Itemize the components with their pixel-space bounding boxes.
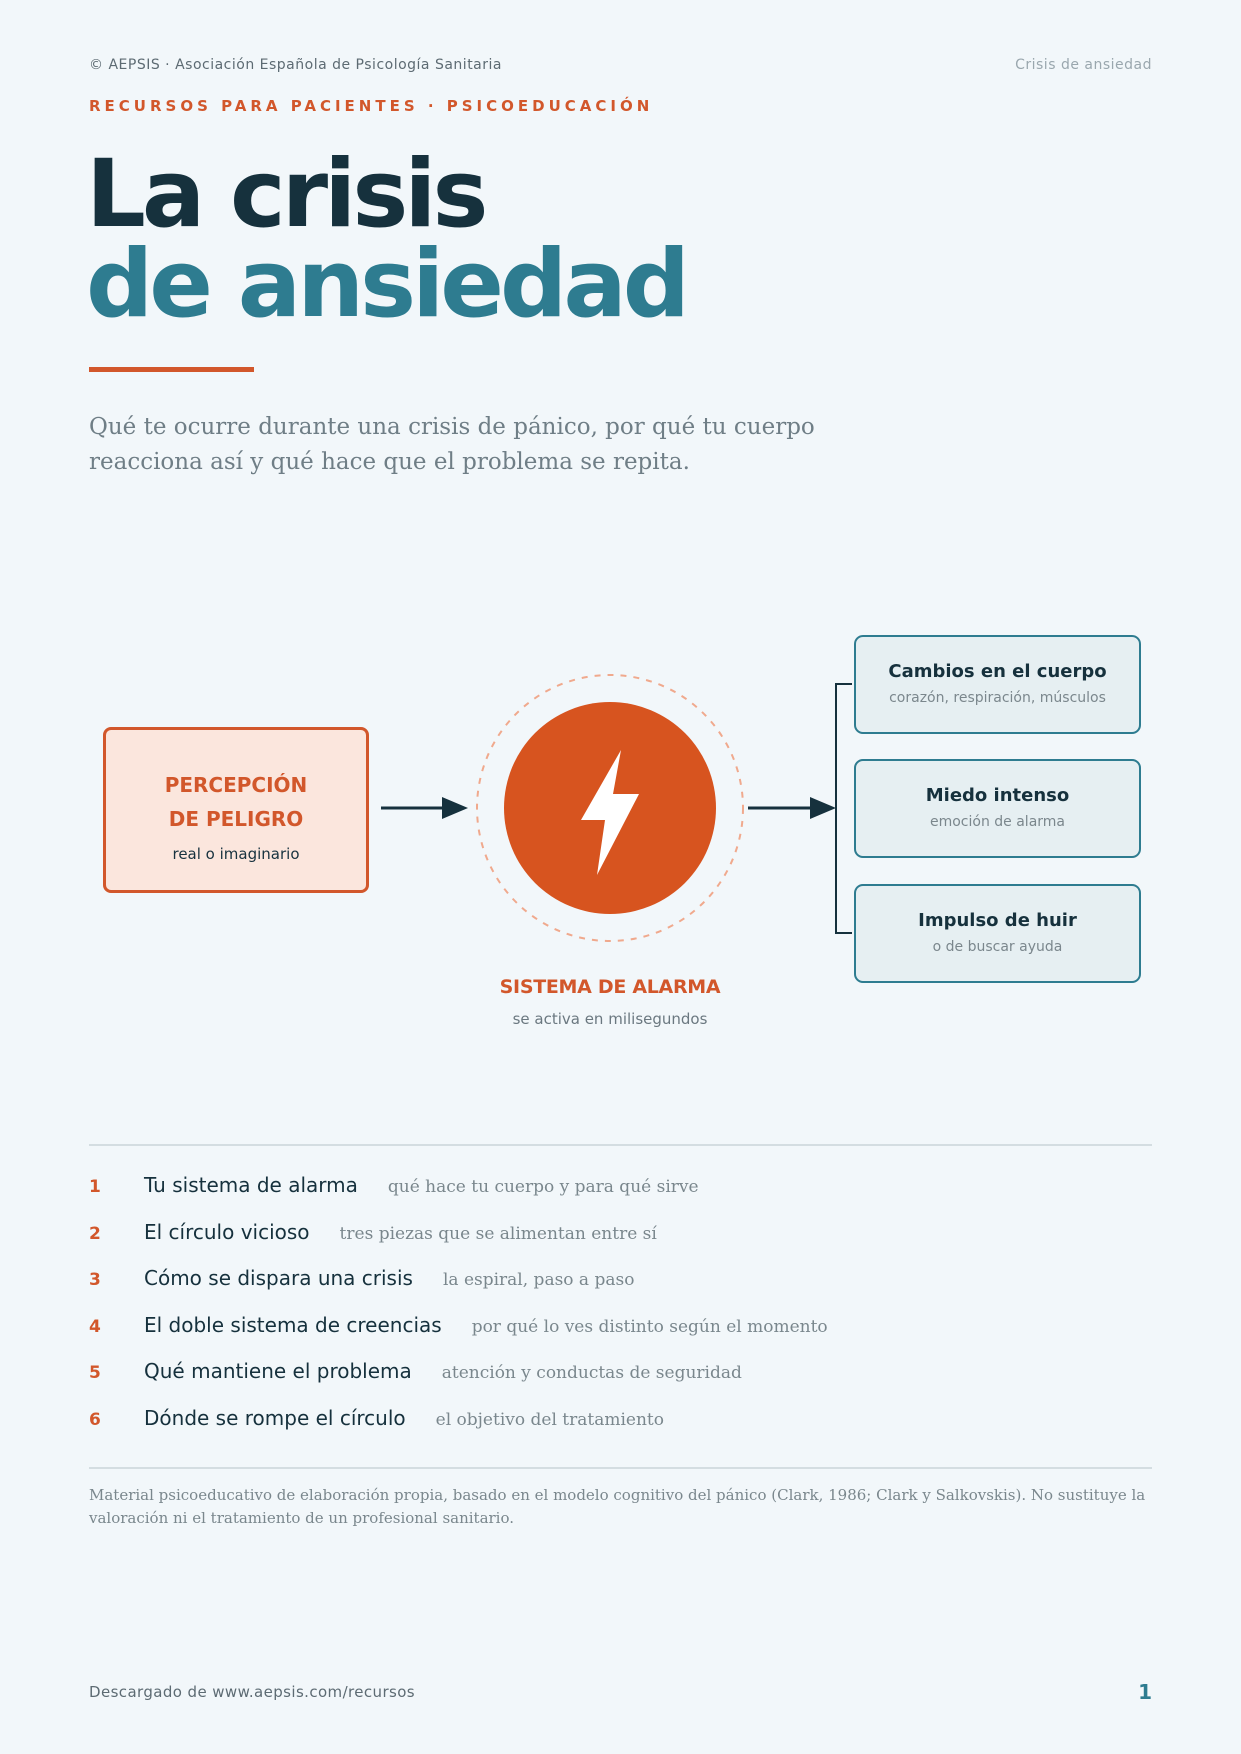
effect-subtitle: o de buscar ayuda [932, 939, 1063, 955]
footer-source-link[interactable]: Descargado de www.aepsis.com/recursos [89, 1683, 416, 1701]
effect-subtitle: corazón, respiración, músculos [889, 690, 1106, 706]
title-accent-rule [89, 367, 254, 372]
eyebrow-label: RECURSOS PARA PACIENTES · PSICOEDUCACIÓN [89, 97, 654, 115]
trigger-title-line-1: PERCEPCIÓN [164, 773, 308, 797]
toc-item[interactable]: 2 El círculo vicioso tres piezas que se … [89, 1220, 1152, 1267]
effect-box-fear: Miedo intenso emoción de alarma [854, 759, 1141, 858]
effect-subtitle: emoción de alarma [929, 814, 1066, 830]
toc-number: 2 [89, 1223, 101, 1244]
header-document-label: Crisis de ansiedad [1015, 57, 1152, 73]
page-title-line-1: La crisis [86, 140, 488, 249]
trigger-title-line-2: DE PELIGRO [168, 807, 304, 831]
page-title-line-2: de ansiedad [86, 230, 690, 339]
toc-number: 5 [89, 1363, 101, 1384]
toc-item[interactable]: 3 Cómo se dispara una crisis la espiral,… [89, 1266, 1152, 1313]
toc-item[interactable]: 1 Tu sistema de alarma qué hace tu cuerp… [89, 1173, 1152, 1220]
page-number: 1 [1138, 1680, 1152, 1704]
toc-description: por qué lo ves distinto según el momento [471, 1316, 828, 1337]
toc-title: El doble sistema de creencias [144, 1312, 442, 1337]
alarm-title: SISTEMA DE ALARMA [499, 976, 721, 998]
alarm-subtitle: se activa en milisegundos [512, 1010, 708, 1028]
toc-description: el objetivo del tratamiento [435, 1409, 664, 1430]
header-organization: © AEPSIS · Asociación Española de Psicol… [89, 57, 502, 73]
toc-number: 1 [89, 1177, 101, 1197]
toc-title: Cómo se dispara una crisis [144, 1266, 413, 1291]
toc-title: Dónde se rompe el círculo [144, 1405, 406, 1430]
toc-title: El círculo vicioso [144, 1219, 310, 1244]
toc-item[interactable]: 5 Qué mantiene el problema atención y co… [89, 1359, 1152, 1406]
toc-description: la espiral, paso a paso [442, 1270, 635, 1291]
toc-description: qué hace tu cuerpo y para qué sirve [387, 1177, 699, 1197]
effects-bracket [835, 683, 852, 934]
diagram-connectors [381, 674, 852, 942]
table-of-contents: 1 Tu sistema de alarma qué hace tu cuerp… [89, 1173, 1152, 1453]
effect-box-body: Cambios en el cuerpo corazón, respiració… [854, 635, 1141, 734]
trigger-subtitle: real o imaginario [172, 845, 300, 863]
footnote: Material psicoeducativo de elaboración p… [89, 1486, 1146, 1527]
toc-description: tres piezas que se alimentan entre sí [339, 1223, 657, 1244]
lede-paragraph: Qué te ocurre durante una crisis de páni… [89, 414, 815, 475]
arrowhead-trigger [442, 797, 468, 819]
effect-title: Miedo intenso [925, 785, 1070, 806]
lightning-bolt-icon [581, 750, 639, 875]
effect-title: Cambios en el cuerpo [888, 661, 1107, 682]
toc-title: Tu sistema de alarma [144, 1173, 358, 1197]
alarm-diagram: PERCEPCIÓN DE PELIGRO real o imaginario … [0, 620, 1241, 1040]
section-divider-top [89, 1144, 1152, 1146]
effect-box-flee: Impulso de huir o de buscar ayuda [854, 884, 1141, 983]
toc-item[interactable]: 4 El doble sistema de creencias por qué … [89, 1313, 1152, 1360]
section-divider-bottom [89, 1467, 1152, 1469]
effect-title: Impulso de huir [918, 910, 1077, 931]
toc-title: Qué mantiene el problema [144, 1359, 412, 1384]
toc-number: 6 [89, 1409, 101, 1430]
toc-item[interactable]: 6 Dónde se rompe el círculo el objetivo … [89, 1406, 1152, 1453]
alarm-halo [476, 674, 744, 942]
toc-description: atención y conductas de seguridad [441, 1363, 742, 1384]
trigger-box: PERCEPCIÓN DE PELIGRO real o imaginario [103, 727, 369, 893]
arrowhead-effects [810, 797, 836, 819]
toc-number: 4 [89, 1316, 101, 1337]
toc-number: 3 [89, 1270, 101, 1291]
